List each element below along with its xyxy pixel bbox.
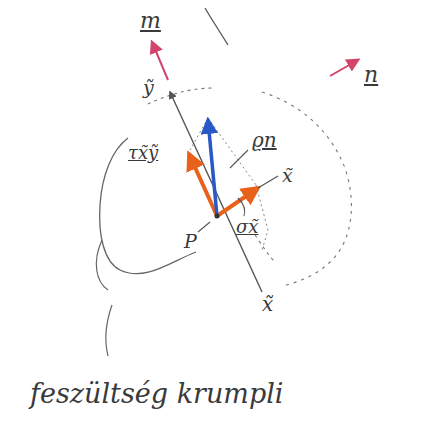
potato-outline bbox=[100, 138, 196, 274]
axis-line bbox=[170, 92, 262, 292]
normal-arrow-n bbox=[330, 60, 358, 76]
caption-note: feszültség krumpli bbox=[30, 380, 283, 407]
axis-name: ỹ bbox=[143, 78, 154, 97]
leader-line bbox=[198, 222, 210, 232]
potato-outline bbox=[262, 92, 351, 286]
vector-name: m bbox=[140, 10, 161, 32]
stress-name: σx̃ bbox=[236, 218, 258, 236]
construction-line bbox=[208, 118, 256, 185]
direction-line bbox=[258, 176, 278, 188]
point-name: P bbox=[184, 232, 197, 251]
outline-stroke bbox=[205, 8, 228, 45]
normal-stress-arrow bbox=[217, 188, 258, 216]
leader-line bbox=[238, 198, 245, 216]
vector-name: n bbox=[364, 64, 378, 86]
normal-arrow-m bbox=[152, 42, 168, 80]
axis-name: x̃ bbox=[282, 166, 293, 185]
potato-outline bbox=[106, 305, 112, 356]
axis-name: x̃ bbox=[262, 294, 273, 314]
point-p bbox=[215, 214, 220, 219]
potato-outline bbox=[96, 240, 108, 290]
vector-name: ϱn bbox=[252, 130, 277, 150]
stress-name: τx̃ỹ bbox=[128, 144, 158, 162]
potato-outline bbox=[148, 88, 214, 104]
stress-vector-arrow bbox=[208, 120, 217, 216]
construction-line bbox=[190, 118, 208, 150]
leader-line bbox=[230, 150, 248, 168]
